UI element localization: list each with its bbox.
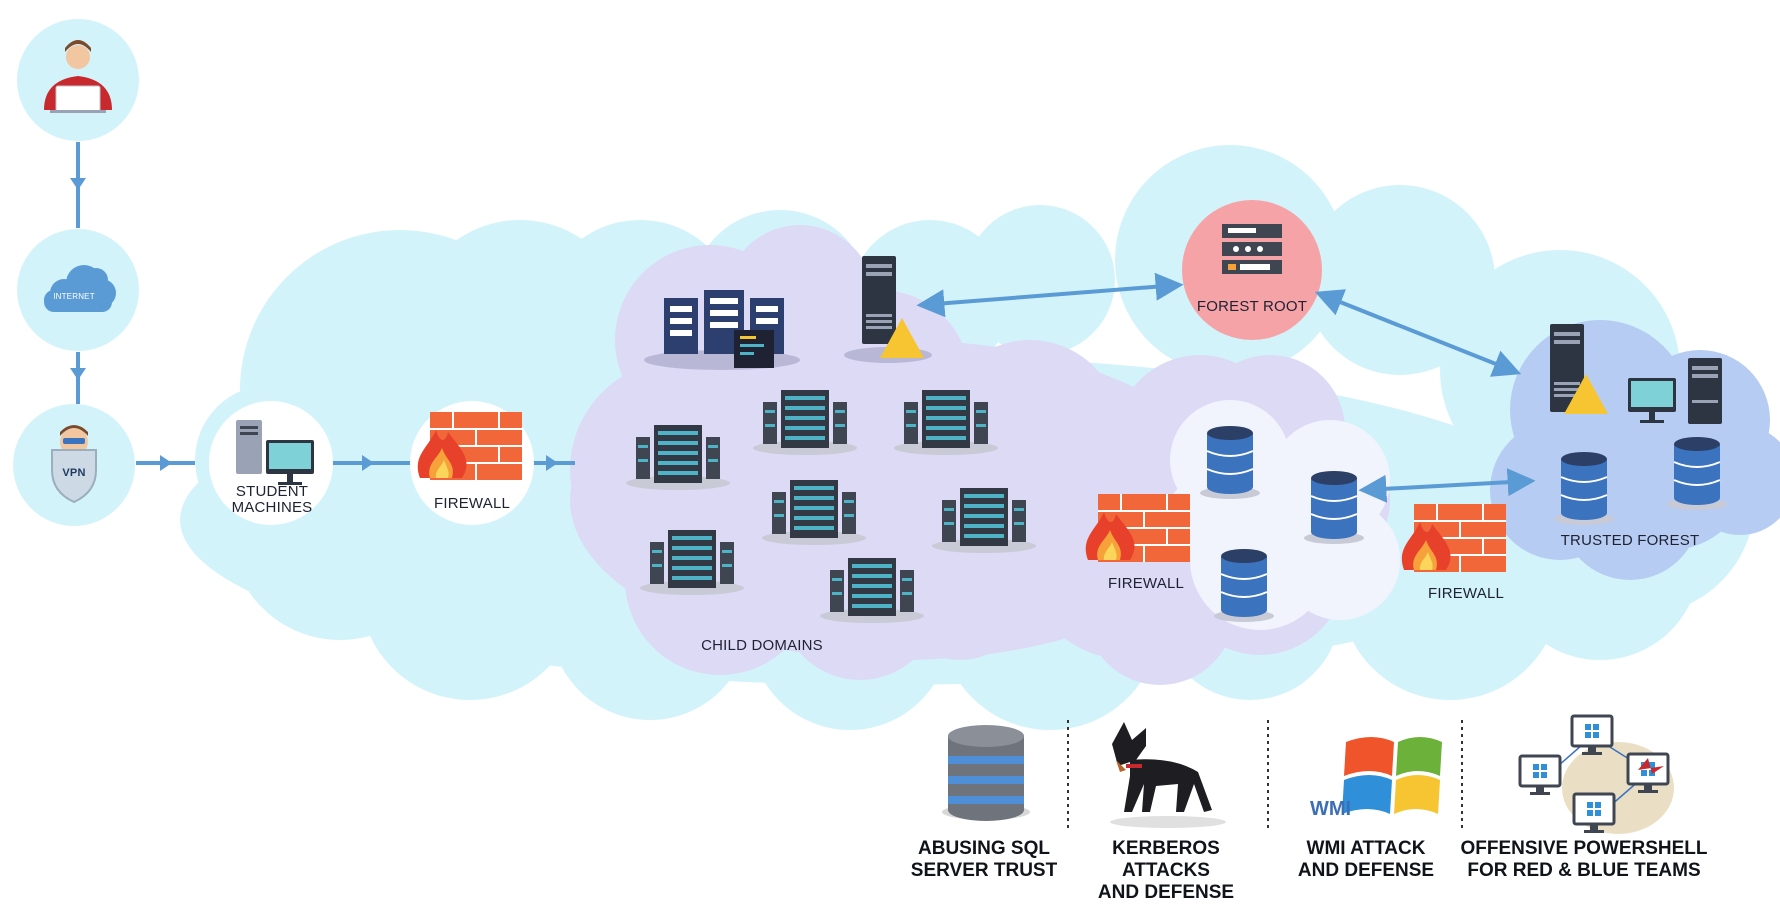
- wmi-label: WMI: [1310, 798, 1352, 820]
- windows-logo-icon: [1342, 737, 1442, 814]
- feature-kerberos-title: KERBEROS ATTACKS AND DEFENSE: [1097, 838, 1235, 903]
- forest-root-label: FOREST ROOT: [1196, 298, 1308, 315]
- database-icon: [1199, 425, 1261, 500]
- internet-label: INTERNET: [53, 292, 95, 301]
- server-cluster-icon: [644, 290, 800, 370]
- forest-root-server-icon: [1222, 224, 1282, 274]
- database-icon: [1666, 436, 1728, 511]
- feature-dividers: [1067, 720, 1463, 830]
- database-cloud: [1165, 400, 1400, 630]
- feature-wmi-title: WMI ATTACK AND DEFENSE: [1297, 838, 1435, 881]
- trusted-forest-label: TRUSTED FOREST: [1560, 532, 1700, 549]
- firewall-icon: [416, 411, 523, 481]
- database-icon: [942, 725, 1030, 821]
- student-pc-icon: [236, 420, 314, 485]
- firewall-label: FIREWALL: [1427, 585, 1505, 602]
- firewall-label: FIREWALL: [433, 495, 511, 512]
- vpn-shield-icon: [51, 425, 97, 504]
- feature-sql-title: ABUSING SQL SERVER TRUST: [910, 838, 1058, 881]
- user-laptop-icon: [44, 40, 112, 113]
- tower-pc-icon: [1688, 358, 1722, 424]
- chain-arrows: [70, 142, 575, 471]
- vpn-label: VPN: [62, 467, 86, 479]
- database-icon: [1303, 470, 1365, 545]
- firewall-icon: [1400, 503, 1507, 573]
- database-icon: [1553, 451, 1615, 526]
- firewall-label: FIREWALL: [1107, 575, 1185, 592]
- doberman-icon: [1110, 722, 1226, 828]
- firewall-icon: [1084, 493, 1191, 563]
- cloud-icon: [44, 265, 116, 312]
- child-domains-label: CHILD DOMAINS: [701, 637, 823, 654]
- trust-arrows: [916, 272, 1536, 503]
- database-icon: [1213, 548, 1275, 623]
- feature-powershell-title: OFFENSIVE POWERSHELL FOR RED & BLUE TEAM…: [1460, 838, 1708, 881]
- domain-controller-warning-icon: [844, 256, 932, 363]
- network-attack-icon: [1518, 714, 1674, 835]
- student-machines-label: STUDENT MACHINES: [231, 483, 313, 516]
